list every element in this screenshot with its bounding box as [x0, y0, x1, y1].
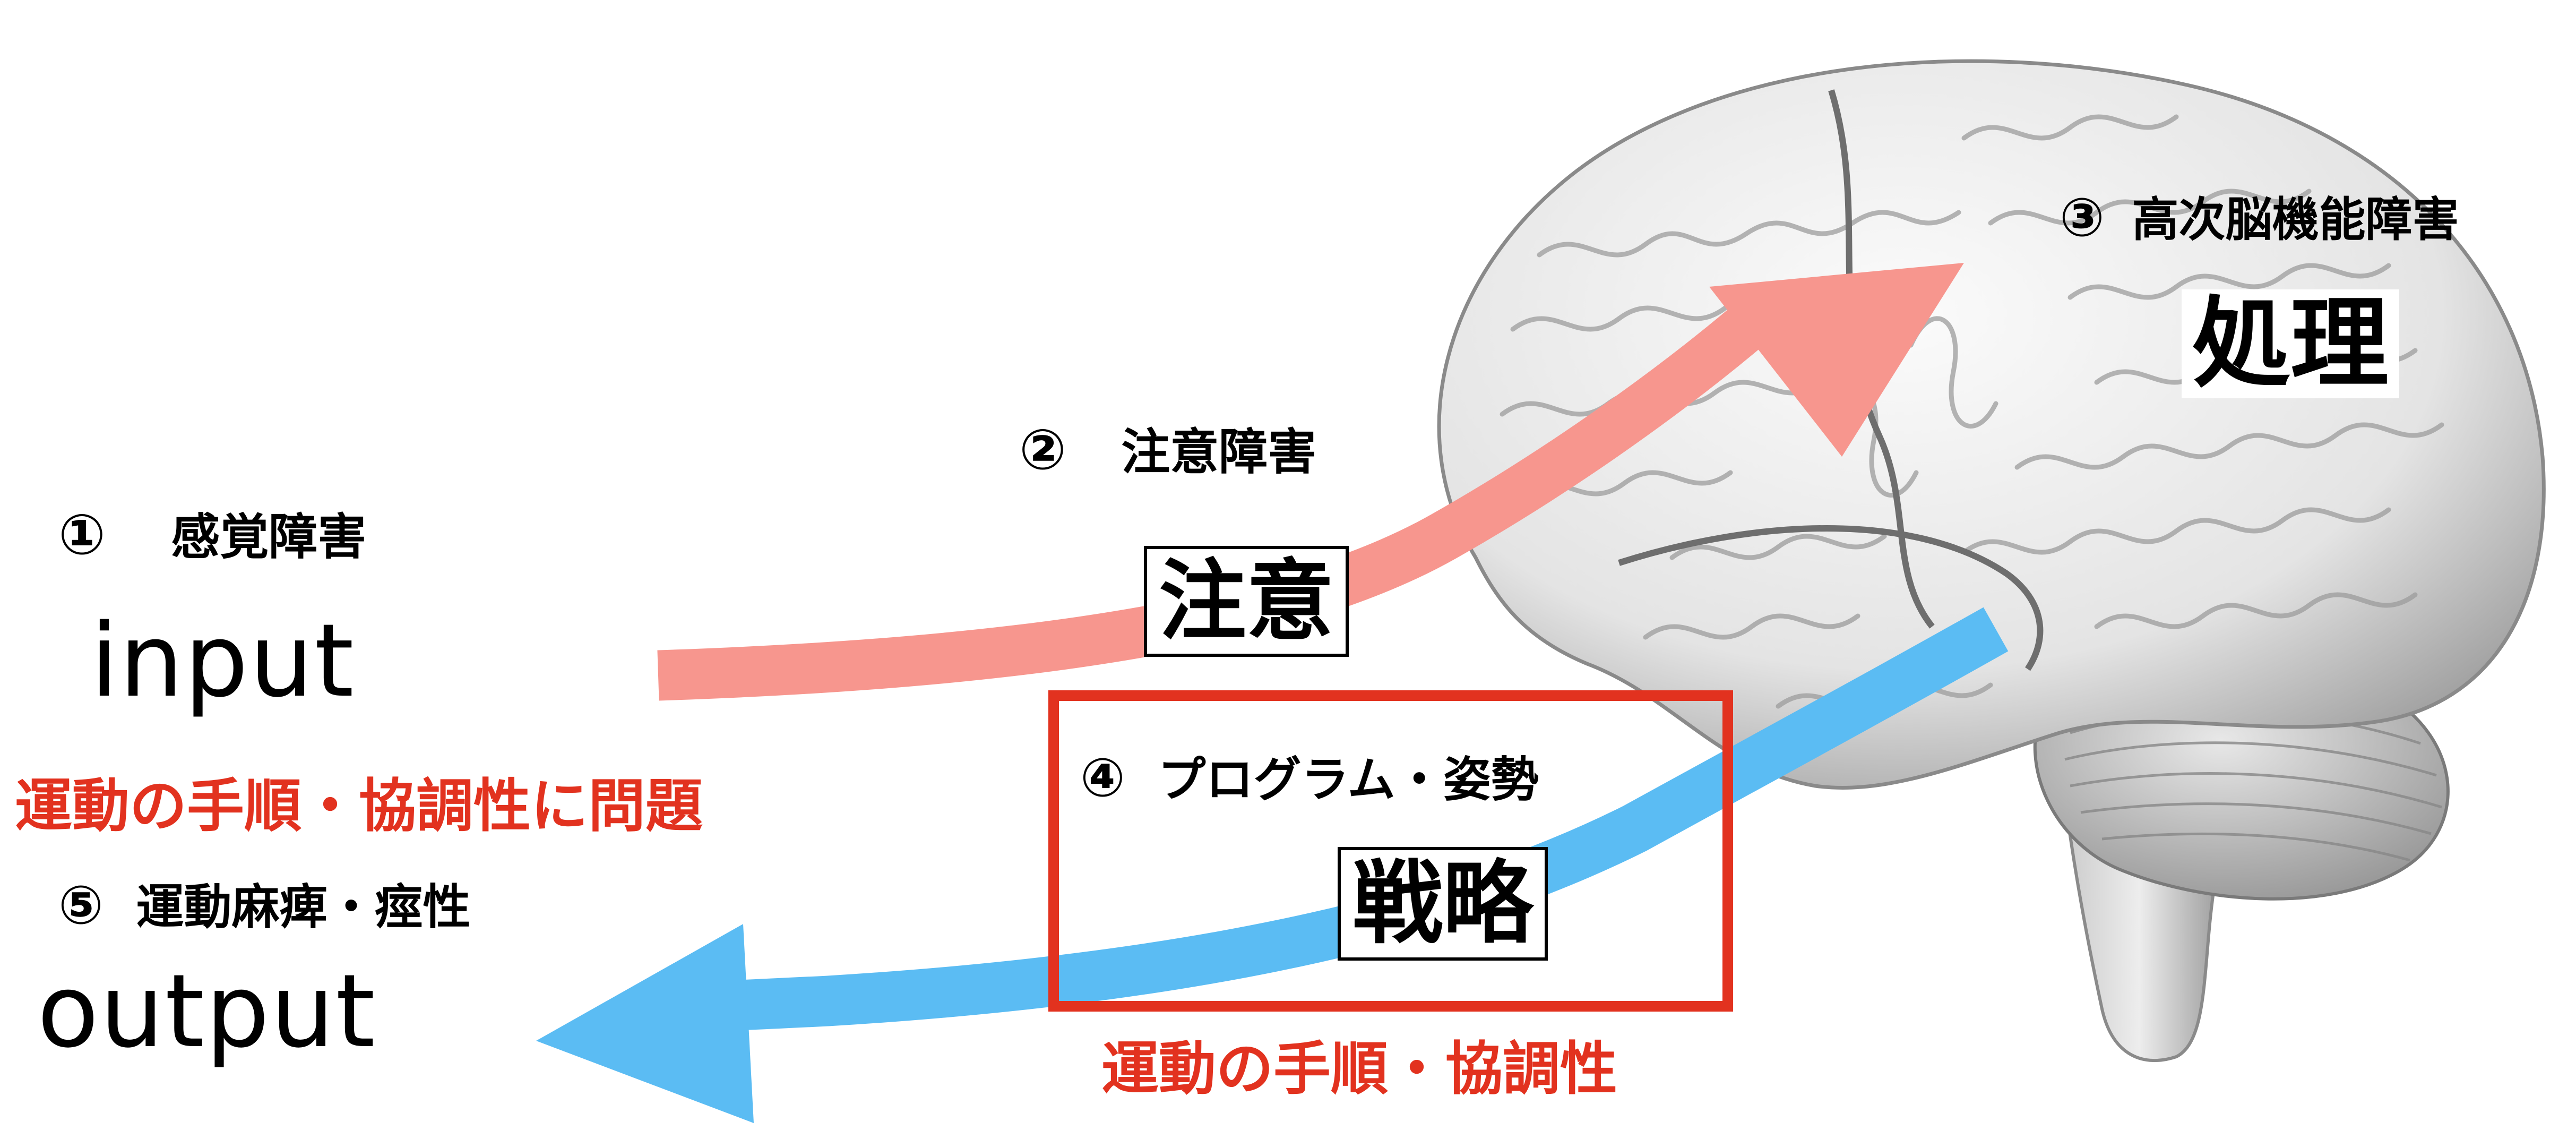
left-problem-note: 運動の手順・協調性に問題 — [15, 773, 703, 840]
higher-text: 高次脳機能障害 — [2132, 192, 2459, 247]
input-label: input — [90, 602, 355, 720]
motor-number: ⑤ — [58, 874, 104, 936]
input-arrowhead — [1709, 263, 1964, 457]
sensory-number: ① — [58, 502, 106, 567]
bottom-motor-note: 運動の手順・協調性 — [1101, 1036, 1618, 1102]
attention-text: 注意障害 — [1121, 424, 1317, 481]
sensory-text: 感覚障害 — [171, 509, 367, 566]
attention-number: ② — [1019, 417, 1066, 482]
program-text: プログラム・姿勢 — [1158, 752, 1539, 808]
strategy-highlight-box — [1048, 690, 1733, 1012]
processing-box: 処理 — [2182, 289, 2399, 398]
input-arrow — [657, 294, 1779, 701]
output-label: output — [37, 953, 376, 1070]
sensory-label: ① 感覚障害 — [58, 507, 366, 563]
higher-label: ③ 高次脳機能障害 — [2060, 191, 2459, 244]
program-number: ④ — [1080, 747, 1125, 809]
motor-text: 運動麻痺・痙性 — [136, 879, 471, 935]
attention-label: ② 注意障害 — [1019, 422, 1316, 478]
strategy-box: 戦略 — [1338, 847, 1548, 961]
output-arrowhead — [536, 924, 754, 1123]
attention-box: 注意 — [1144, 546, 1349, 657]
program-label: ④ プログラム・姿勢 — [1080, 751, 1539, 804]
motor-label: ⑤ 運動麻痺・痙性 — [58, 879, 470, 932]
higher-number: ③ — [2060, 186, 2105, 249]
